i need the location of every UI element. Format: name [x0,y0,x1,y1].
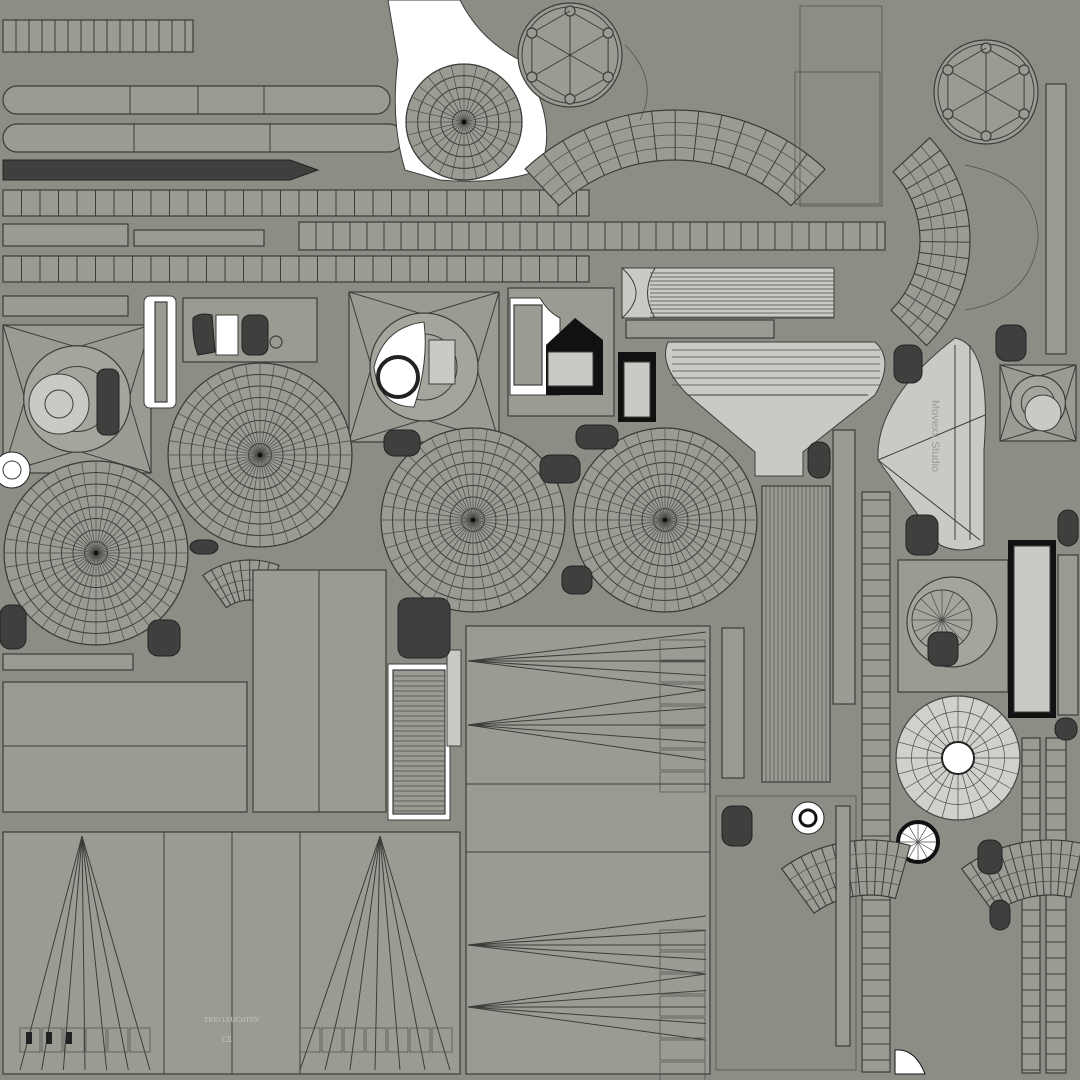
wheel-top-center [405,63,523,181]
watermark-text: Movexx Studio [929,400,941,472]
curved-arc-top [524,109,826,207]
ce-mark: CE [222,1035,232,1044]
triangle-panel-center [465,625,711,1075]
brand-label: TRIO LEUCHTEN CE [204,1016,259,1044]
funnel-shape [665,341,886,477]
circle-pattern-top [517,2,623,108]
connector-parts [143,287,656,422]
curved-arc-right [890,136,971,347]
dark-fragments [0,324,1079,1075]
circle-pattern-top-right [933,39,1039,145]
diamond-shape [877,337,986,551]
brand-label-text: TRIO LEUCHTEN [204,1016,259,1024]
disc-large-4 [572,427,758,613]
dark-cable-strip [2,159,320,181]
disc-large-3 [380,427,566,613]
panel-mid-left [2,681,248,813]
square-emblem-center [348,291,500,443]
disc-large-2 [3,460,189,646]
striped-column [761,485,831,783]
square-emblem-right [999,364,1077,442]
strip-group-top-left [2,19,886,317]
disc-large-1 [167,362,353,548]
square-emblem-left [2,324,152,474]
